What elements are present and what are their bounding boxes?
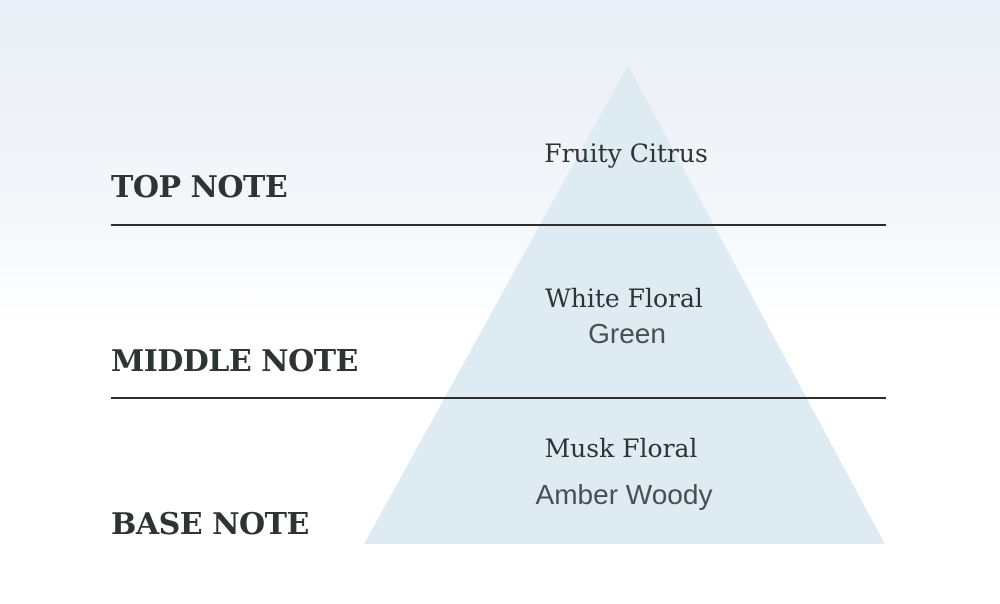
base-note-item: Musk Floral xyxy=(544,434,698,463)
tier-label-base: BASE NOTE xyxy=(111,507,309,542)
base-note-item: Amber Woody xyxy=(535,479,713,510)
divider-middle-base xyxy=(111,397,886,399)
tier-label-top: TOP NOTE xyxy=(111,170,288,205)
top-note-item: Fruity Citrus xyxy=(544,139,708,168)
pyramid-triangle xyxy=(364,65,885,544)
tier-label-middle: MIDDLE NOTE xyxy=(111,344,358,379)
middle-note-item: Green xyxy=(588,318,666,349)
divider-top-middle xyxy=(111,224,886,226)
middle-note-item: White Floral xyxy=(545,284,703,313)
